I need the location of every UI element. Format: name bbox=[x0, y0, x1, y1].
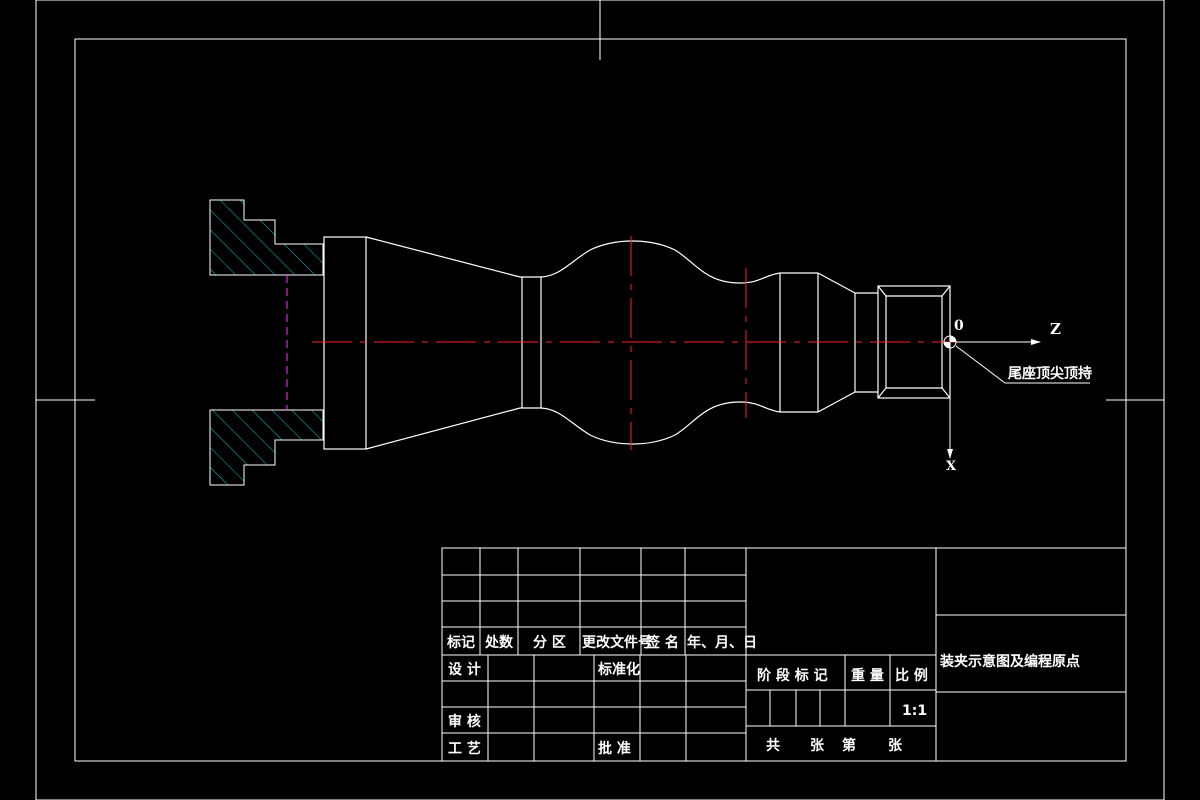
title-block bbox=[441, 547, 1127, 762]
tb-total: 共 bbox=[766, 737, 780, 754]
tailstock-annotation: 尾座顶尖顶持 bbox=[1008, 365, 1092, 382]
tb-process: 工 艺 bbox=[448, 740, 481, 757]
x-axis-label: X bbox=[946, 459, 957, 474]
center-lines bbox=[312, 236, 958, 450]
tb-ratio: 1:1 bbox=[902, 703, 927, 719]
tb-stage-mark: 阶 段 标 记 bbox=[757, 667, 828, 684]
drawing-title: 装夹示意图及编程原点 bbox=[939, 653, 1080, 670]
tb-page-no: 第 bbox=[842, 737, 856, 754]
tb-sheets: 张 bbox=[810, 738, 825, 754]
tb-approve: 批 准 bbox=[598, 740, 631, 757]
tb-mark: 标记 bbox=[446, 634, 475, 651]
tb-review: 审 核 bbox=[448, 713, 481, 730]
chuck-jaw-bottom bbox=[209, 409, 324, 486]
tb-sheet2: 张 bbox=[888, 738, 903, 754]
tb-date: 年、月、日 bbox=[687, 634, 757, 651]
tb-weight: 重 量 bbox=[851, 667, 884, 684]
workpiece bbox=[323, 236, 951, 450]
chuck-jaw-top bbox=[209, 199, 324, 276]
tb-count: 处数 bbox=[484, 634, 514, 651]
z-axis-label: Z bbox=[1050, 320, 1061, 338]
tb-sign: 签 名 bbox=[645, 634, 679, 651]
tb-standard: 标准化 bbox=[597, 661, 640, 678]
tb-ratio-label: 比 例 bbox=[895, 667, 928, 684]
sheet-border bbox=[35, 0, 1165, 800]
tb-doc-no: 更改文件号 bbox=[582, 634, 652, 651]
tailstock-leader bbox=[955, 345, 1090, 384]
tb-zone: 分 区 bbox=[533, 635, 566, 651]
tb-design: 设 计 bbox=[448, 661, 481, 678]
origin-label: 0 bbox=[954, 318, 964, 334]
program-origin bbox=[943, 335, 957, 349]
